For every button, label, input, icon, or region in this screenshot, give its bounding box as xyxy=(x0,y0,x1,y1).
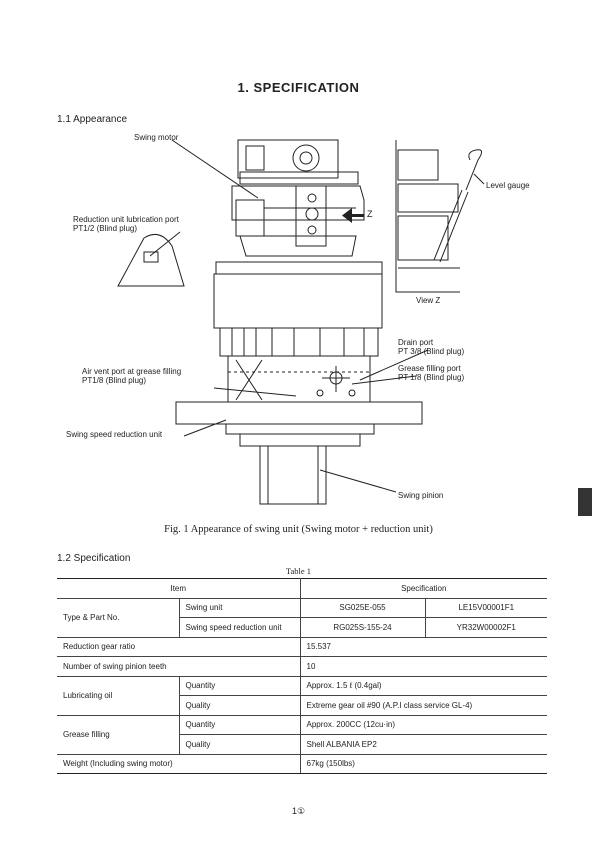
table-row: Grease filling Quantity Approx. 200CC (1… xyxy=(57,714,547,755)
label-air-vent-port: Air vent port at grease filling xyxy=(82,367,182,376)
table-row: Reduction gear ratio 15.537 xyxy=(57,636,547,657)
cell-grease-quality-label: Quality xyxy=(179,734,301,755)
cell-lube-quantity-label: Quantity xyxy=(178,675,301,696)
table-row: Quality Shell ALBANIA EP2 xyxy=(57,734,547,755)
table-row: Weight (Including swing motor) 67kg (150… xyxy=(57,753,547,774)
page-title: 1. SPECIFICATION xyxy=(237,80,360,95)
table-caption: Table 1 xyxy=(285,566,312,576)
cell-grease-quantity-label: Quantity xyxy=(178,714,301,735)
cell-swing-unit: Swing unit xyxy=(178,597,301,618)
cell-reduction-unit: Swing speed reduction unit xyxy=(179,617,301,638)
section-specification-heading: 1.2 Specification xyxy=(57,553,131,564)
cell-lube-quality-label: Quality xyxy=(179,695,301,716)
label-view-z: View Z xyxy=(416,296,441,305)
section-appearance-heading: 1.1 Appearance xyxy=(57,114,128,125)
section-tab-marker xyxy=(578,488,592,516)
label-air-vent-plug: PT1/8 (Blind plug) xyxy=(82,376,147,385)
label-swing-pinion: Swing pinion xyxy=(398,491,444,500)
cell-swing-unit-model: SG025E-055 xyxy=(299,597,426,618)
table-row: Type & Part No. Swing unit SG025E-055 LE… xyxy=(57,597,547,638)
cell-gear-ratio-value: 15.537 xyxy=(299,636,547,657)
cell-grease-quality-value: Shell ALBANIA EP2 xyxy=(299,734,547,755)
cell-pinion-teeth-value: 10 xyxy=(299,656,547,677)
label-grease-plug: PT 1/8 (Blind plug) xyxy=(398,373,465,382)
label-z-arrow: Z xyxy=(367,209,373,219)
label-drain-plug: PT 3/8 (Blind plug) xyxy=(398,347,465,356)
cell-grease-quantity-value: Approx. 200CC (12cu·in) xyxy=(299,714,547,735)
cell-lube-oil-label: Lubricating oil xyxy=(57,675,180,716)
cell-lube-quality-value: Extreme gear oil #90 (A.P.I class servic… xyxy=(299,695,547,716)
cell-reduction-unit-part: YR32W00002F1 xyxy=(424,617,547,638)
table-row: Number of swing pinion teeth 10 xyxy=(57,656,547,677)
cell-grease-label: Grease filling xyxy=(57,714,180,755)
label-level-gauge: Level gauge xyxy=(486,181,530,190)
label-grease-port: Grease filling port xyxy=(398,364,461,373)
header-specification: Specification xyxy=(299,578,547,599)
cell-weight-label: Weight (Including swing motor) xyxy=(57,753,301,774)
label-reduction-unit: Swing speed reduction unit xyxy=(66,430,163,439)
cell-weight-value: 67kg (150lbs) xyxy=(299,753,547,774)
table-row: Lubricating oil Quantity Approx. 1.5 ℓ (… xyxy=(57,675,547,716)
cell-type-part-no: Type & Part No. xyxy=(57,597,180,638)
cell-gear-ratio-label: Reduction gear ratio xyxy=(57,636,301,657)
page-number: 1① xyxy=(291,806,306,816)
label-reduction-lube-plug: PT1/2 (Blind plug) xyxy=(73,224,138,233)
cell-lube-quantity-value: Approx. 1.5 ℓ (0.4gal) xyxy=(299,675,547,696)
specification-table: Item Specification Type & Part No. Swing… xyxy=(57,578,547,774)
cell-pinion-teeth-label: Number of swing pinion teeth xyxy=(57,656,301,677)
label-drain-port: Drain port xyxy=(398,338,434,347)
label-swing-motor: Swing motor xyxy=(134,133,179,142)
swing-unit-drawing xyxy=(117,139,485,505)
header-item: Item xyxy=(57,578,301,599)
figure-caption: Fig. 1 Appearance of swing unit (Swing m… xyxy=(164,524,433,535)
cell-reduction-unit-model: RG025S-155-24 xyxy=(299,617,426,638)
label-reduction-lube-port: Reduction unit lubrication port xyxy=(73,215,179,224)
table-header-row: Item Specification xyxy=(57,578,547,599)
cell-swing-unit-part: LE15V00001F1 xyxy=(424,597,547,618)
